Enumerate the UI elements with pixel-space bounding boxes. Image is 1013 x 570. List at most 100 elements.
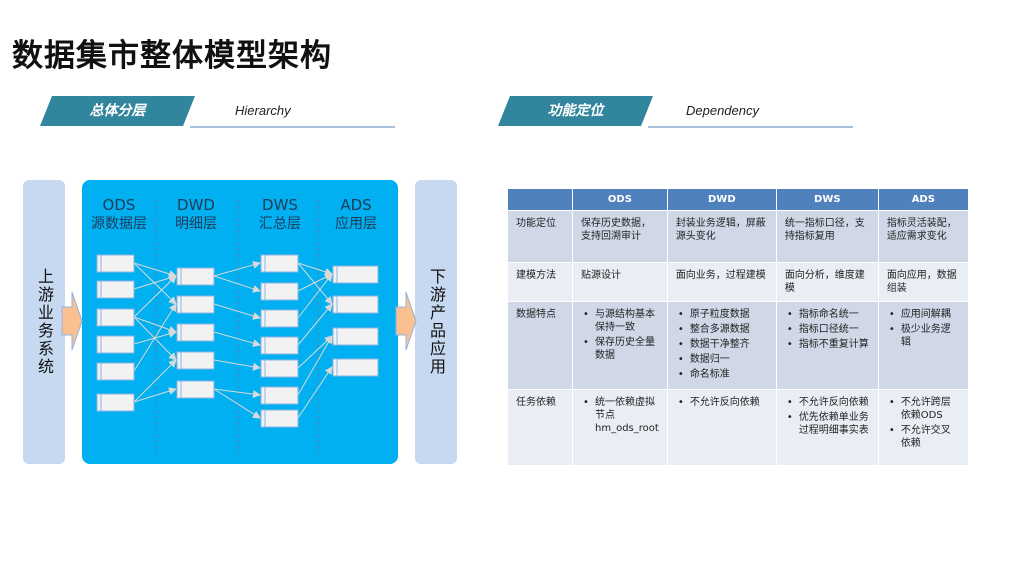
flow-arrow [297,273,333,319]
table-box-icon [176,295,215,314]
table-row: 建模方法贴源设计面向业务，过程建模 面向分析，维度建模面向应用，数据组装 [507,262,969,302]
table-cell: 应用间解耦极少业务逻辑 [877,301,969,390]
table-box-icon [260,254,299,273]
table-cell: 面向分析，维度建模 [775,262,879,302]
table-cell: 统一依赖虚拟节点hm_ods_root [572,389,668,466]
table-box-icon [260,336,299,355]
flow-arrow [297,262,333,276]
cell-text: 保存历史数据，支持回溯审计 [581,218,651,242]
table-cell: 原子粒度数据整合多源数据数据干净整齐数据归一命名标准 [666,301,777,390]
bullet-item: 极少业务逻辑 [887,323,960,349]
section-tag: 功能定位 [498,96,653,126]
flow-arrow [133,262,177,305]
table-box-icon [260,282,299,301]
page-title: 数据集市整体模型架构 [12,38,332,74]
table-box-icon [176,267,215,286]
table-header-cell: ADS [877,188,969,211]
flow-arrow [133,359,177,403]
table-box-icon [96,393,135,412]
table-header-cell: ODS [572,188,668,211]
table-box-icon [176,323,215,342]
row-label: 功能定位 [507,210,573,263]
layer-code: DWS [262,196,298,214]
cell-text: 面向分析，维度建模 [784,270,865,294]
flow-arrow [297,262,333,305]
bullet-item: 指标口径统一 [785,323,870,336]
table-box-icon [96,362,135,381]
table-cell: 指标命名统一指标口径统一指标不重复计算 [775,301,879,390]
flow-arrow [133,387,177,403]
bullet-item: 优先依赖单业务过程明细事实表 [785,411,870,437]
table-cell: 贴源设计 [572,262,668,302]
bullet-item: 指标命名统一 [785,308,870,321]
divider [190,126,395,128]
table-cell: 封装业务逻辑，屏蔽源头变化 [666,210,777,263]
table-box-icon [96,335,135,354]
table-box-icon [332,295,379,314]
bullet-item: 不允许交叉依赖 [887,424,960,450]
table-cell: 不允许反向依赖优先依赖单业务过程明细事实表 [775,389,879,466]
bullet-item: 整合多源数据 [676,323,768,336]
table-cell: 与源结构基本保持一致保存历史全量数据 [572,301,668,390]
bullet-item: 与源结构基本保持一致 [581,308,659,334]
section-subtitle: Dependency [686,103,759,118]
table-box-icon [260,359,299,378]
flow-arrow [297,366,333,419]
bullet-item: 应用间解耦 [887,308,960,321]
cell-text: 指标灵活装配，适应需求变化 [886,218,957,242]
flow-arrow [297,303,333,346]
table-header-cell: DWD [666,188,777,211]
cell-text: 面向应用，数据组装 [886,270,957,294]
layer-name: 汇总层 [259,216,301,232]
cell-text: 统一指标口径，支持指标复用 [784,218,865,242]
input-arrow-icon [61,291,83,351]
section-subtitle: Hierarchy [235,103,291,118]
layer-code: ODS [103,196,136,214]
flow-arrow [133,303,177,372]
row-label: 数据特点 [507,301,573,390]
bullet-item: 指标不重复计算 [785,338,870,351]
flow-arrow [297,335,333,396]
table-cell: 不允许反向依赖 [666,389,777,466]
table-row: 功能定位保存历史数据，支持回溯审计封装业务逻辑，屏蔽源头变化统一指标口径，支持指… [507,210,969,263]
flow-arrow [213,359,261,371]
layer-panel [82,180,398,464]
bullet-item: 命名标准 [676,368,768,381]
upstream-systems: 上游业务系统 [23,180,65,464]
table-header-cell [507,188,573,211]
layer-name: 应用层 [335,215,377,232]
row-label: 任务依赖 [507,389,573,466]
row-label: 建模方法 [507,262,573,302]
layer-code: DWD [177,196,215,214]
cell-text: 封装业务逻辑，屏蔽源头变化 [675,218,766,242]
layer-code: ADS [340,196,371,214]
flow-arrow [213,275,261,293]
downstream-apps: 下游产品应用 [415,180,457,464]
bullet-item: 不允许反向依赖 [676,396,768,409]
bullet-item: 不允许反向依赖 [785,396,870,409]
divider [648,126,853,128]
flow-arrow [213,303,261,320]
table-row: 任务依赖统一依赖虚拟节点hm_ods_root不允许反向依赖不允许反向依赖优先依… [507,389,969,466]
table-box-icon [176,351,215,370]
layer-name: 源数据层 [91,216,147,232]
bullet-item: 不允许跨层依赖ODS [887,396,960,422]
table-cell: 面向应用，数据组装 [877,262,969,302]
bullet-item: 数据干净整齐 [676,338,768,351]
bullet-item: 原子粒度数据 [676,308,768,321]
cell-text: 面向业务，过程建模 [675,270,766,281]
table-box-icon [96,254,135,273]
table-box-icon [260,386,299,405]
flow-arrow [133,262,177,278]
flow-arrow [213,261,261,277]
table-row: 数据特点与源结构基本保持一致保存历史全量数据原子粒度数据整合多源数据数据干净整齐… [507,301,969,390]
table-box-icon [332,358,379,377]
output-arrow-icon [395,291,417,351]
table-box-icon [332,327,379,346]
bullet-item: 保存历史全量数据 [581,336,659,362]
table-box-icon [96,308,135,327]
table-cell: 统一指标口径，支持指标复用 [775,210,879,263]
bullet-item: 数据归一 [676,353,768,366]
